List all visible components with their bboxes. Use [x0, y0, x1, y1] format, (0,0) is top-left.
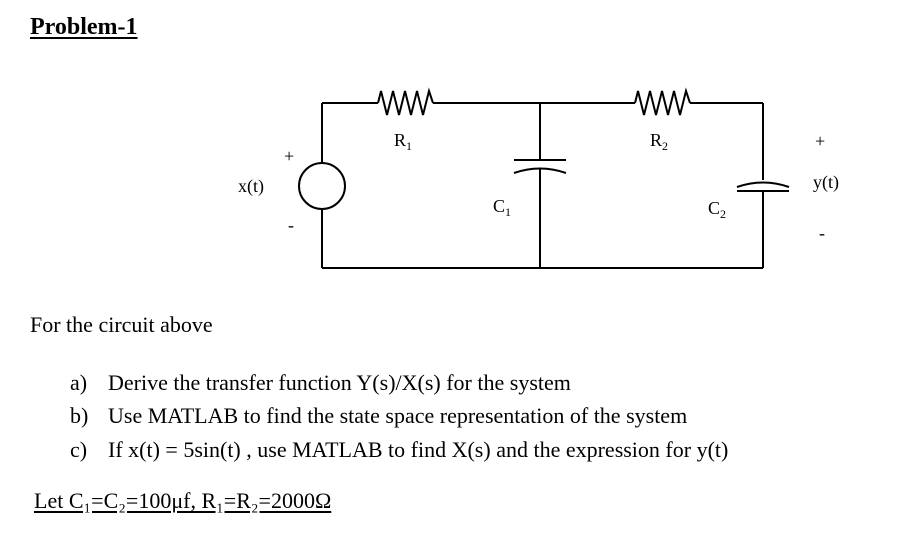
- question-letter: b): [70, 403, 89, 428]
- given-values: Let C₁=C₂=100μf, R₁=R₂=2000Ω: [34, 488, 332, 513]
- c2-label: C2: [708, 198, 726, 221]
- voltage-source: [298, 162, 346, 210]
- source-plus-sign: +: [284, 146, 294, 166]
- problem-title: Problem-1: [30, 14, 138, 40]
- question-text: If x(t) = 5sin(t) , use MATLAB to find X…: [108, 437, 729, 462]
- question-c: c) If x(t) = 5sin(t) , use MATLAB to find…: [70, 437, 728, 463]
- question-letter: c): [70, 437, 88, 462]
- resistor-r2: [634, 87, 691, 116]
- r2-label: R2: [650, 130, 668, 153]
- source-minus-sign: -: [288, 215, 294, 235]
- circuit-diagram: + x(t) - R1 R2 C1 C2 + y(t) -: [238, 87, 839, 269]
- question-b: b) Use MATLAB to find the state space rep…: [70, 403, 687, 429]
- r1-label: R1: [394, 130, 412, 153]
- source-label: x(t): [238, 176, 264, 197]
- question-letter: a): [70, 370, 88, 395]
- output-label: y(t): [813, 172, 839, 193]
- question-text: Use MATLAB to find the state space repre…: [108, 403, 688, 428]
- question-a: a) Derive the transfer function Y(s)/X(s)…: [70, 370, 571, 396]
- resistor-r1: [377, 87, 434, 116]
- output-minus-sign: -: [819, 223, 825, 243]
- output-plus-sign: +: [815, 131, 825, 151]
- intro-text: For the circuit above: [30, 312, 213, 337]
- c1-label: C1: [493, 196, 511, 219]
- question-text: Derive the transfer function Y(s)/X(s) f…: [108, 370, 571, 395]
- capacitor-c2-plate-top: [736, 181, 790, 188]
